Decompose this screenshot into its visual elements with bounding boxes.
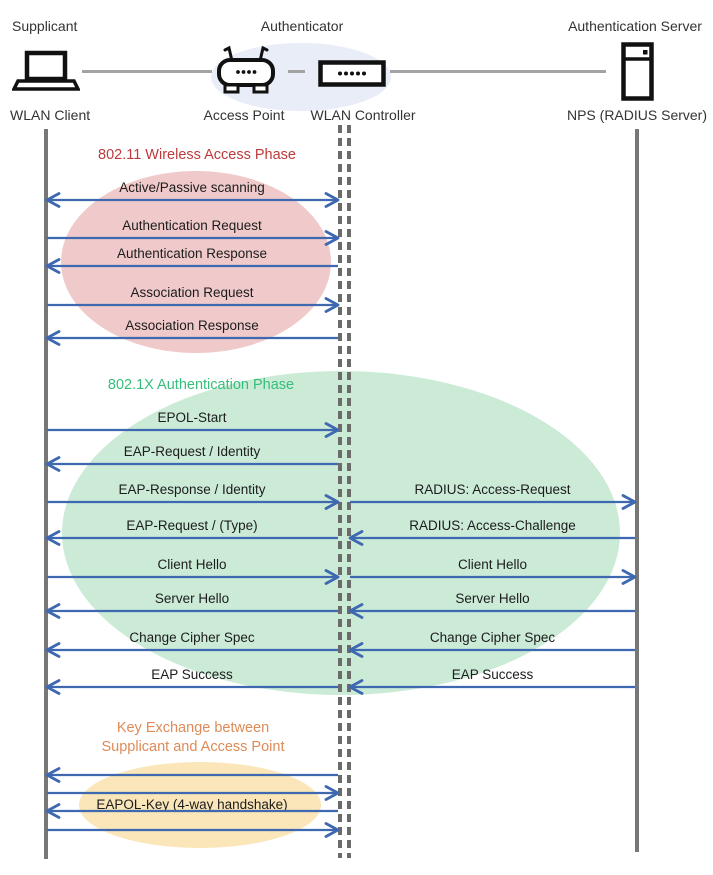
message-label: EAP-Response / Identity bbox=[118, 482, 266, 497]
phase1-ellipse bbox=[61, 171, 331, 353]
phase3-title: Key Exchange between Supplicant and Acce… bbox=[53, 719, 333, 757]
message-arrow bbox=[47, 569, 340, 585]
laptop-icon bbox=[12, 50, 80, 91]
message-arrow bbox=[45, 456, 338, 472]
message-arrow bbox=[45, 642, 338, 658]
message-arrow bbox=[45, 530, 338, 546]
phase3-ellipse bbox=[79, 762, 321, 848]
connector-client-to-ap bbox=[82, 70, 212, 73]
message-label: Change Cipher Spec bbox=[129, 630, 255, 645]
message-label: EAP-Request / Identity bbox=[123, 444, 261, 459]
message-arrow bbox=[348, 642, 635, 658]
message-label: EAP-Request / (Type) bbox=[126, 518, 258, 533]
message-label: Server Hello bbox=[455, 591, 530, 606]
supplicant-lifeline bbox=[44, 129, 48, 859]
phase1-title: 802.11 Wireless Access Phase bbox=[98, 147, 296, 163]
wlan-controller-icon bbox=[318, 60, 386, 87]
device-access-point: Access Point bbox=[203, 107, 285, 123]
message-label: Authentication Request bbox=[122, 218, 262, 233]
message-label: Server Hello bbox=[154, 591, 230, 606]
message-arrow bbox=[45, 192, 340, 208]
message-arrow bbox=[45, 603, 338, 619]
message-arrow bbox=[348, 603, 635, 619]
message-arrow bbox=[45, 767, 338, 783]
server-icon bbox=[621, 42, 654, 101]
device-wlan-controller: WLAN Controller bbox=[310, 107, 416, 123]
message-arrow bbox=[45, 803, 338, 819]
message-arrow bbox=[348, 679, 635, 695]
message-label: EPOL-Start bbox=[157, 410, 227, 425]
connector-controller-to-server bbox=[390, 70, 606, 73]
message-label: Client Hello bbox=[457, 557, 528, 572]
message-arrow bbox=[45, 258, 338, 274]
message-label: EAPOL-Key (4-way handshake) bbox=[96, 797, 288, 812]
device-nps-radius-server: NPS (RADIUS Server) bbox=[566, 107, 708, 123]
message-label: RADIUS: Access-Request bbox=[414, 482, 571, 497]
message-arrow bbox=[47, 422, 340, 438]
message-label: Association Response bbox=[125, 318, 259, 333]
message-arrow bbox=[45, 330, 338, 346]
message-arrow bbox=[47, 822, 340, 838]
phase2-title: 802.1X Authentication Phase bbox=[107, 377, 295, 393]
authenticator-lifeline-right bbox=[347, 125, 351, 858]
server-lifeline bbox=[635, 129, 639, 852]
message-label: EAP Success bbox=[451, 667, 534, 682]
message-label: EAP Success bbox=[151, 667, 233, 682]
message-label: Client Hello bbox=[157, 557, 227, 572]
message-label: RADIUS: Access-Challenge bbox=[409, 518, 576, 533]
message-arrow bbox=[47, 297, 340, 313]
authenticator-lifeline-left bbox=[338, 125, 342, 858]
access-point-icon bbox=[217, 45, 275, 94]
message-label: Active/Passive scanning bbox=[119, 180, 265, 195]
phase3-title-line2: Supplicant and Access Point bbox=[101, 739, 285, 755]
role-authenticator: Authenticator bbox=[260, 18, 344, 34]
role-authentication-server: Authentication Server bbox=[568, 18, 702, 34]
message-arrow bbox=[47, 230, 340, 246]
phase3-title-line1: Key Exchange between bbox=[116, 720, 270, 736]
message-arrow bbox=[348, 530, 635, 546]
device-wlan-client: WLAN Client bbox=[10, 107, 91, 123]
message-arrow bbox=[47, 785, 340, 801]
message-label: Change Cipher Spec bbox=[429, 630, 556, 645]
role-supplicant: Supplicant bbox=[12, 18, 78, 34]
message-arrow bbox=[350, 494, 637, 510]
message-arrow bbox=[45, 679, 338, 695]
message-arrow bbox=[350, 569, 637, 585]
connector-ap-to-controller bbox=[288, 70, 305, 73]
message-label: Authentication Response bbox=[116, 246, 268, 261]
message-arrow bbox=[47, 494, 340, 510]
message-label: Association Request bbox=[130, 285, 254, 300]
